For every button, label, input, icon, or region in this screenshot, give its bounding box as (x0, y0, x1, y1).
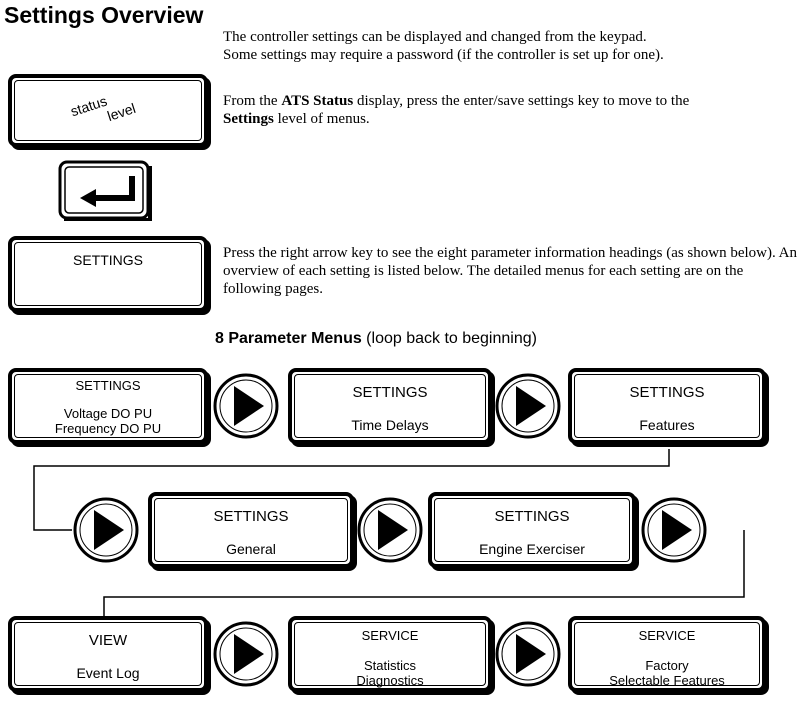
right-arrow-icon[interactable] (72, 496, 140, 564)
status-step-text: From the ATS Status display, press the e… (223, 93, 690, 127)
intro-line-2: Some settings may require a password (if… (223, 47, 664, 63)
menu-time-delays[interactable]: SETTINGS Time Delays (288, 368, 492, 444)
enter-key[interactable] (56, 158, 154, 222)
settings-label: Settings (223, 111, 274, 127)
menu-voltage-frequency[interactable]: SETTINGS Voltage DO PU Frequency DO PU (8, 368, 208, 444)
right-arrow-icon[interactable] (494, 620, 562, 688)
intro-text: The controller settings can be displayed… (223, 28, 798, 64)
menu-event-log[interactable]: VIEW Event Log (8, 616, 208, 692)
right-arrow-icon[interactable] (212, 372, 280, 440)
menu-engine-exerciser[interactable]: SETTINGS Engine Exerciser (428, 492, 636, 568)
menu-general[interactable]: SETTINGS General (148, 492, 354, 568)
right-arrow-icon[interactable] (640, 496, 708, 564)
settings-step-text: Press the right arrow key to see the eig… (223, 245, 798, 297)
menu-factory-features[interactable]: SERVICE Factory Selectable Features (568, 616, 766, 692)
menus-heading: 8 Parameter Menus (loop back to beginnin… (215, 330, 537, 347)
right-arrow-icon[interactable] (212, 620, 280, 688)
settings-display-text: SETTINGS (72, 252, 143, 268)
right-arrow-icon[interactable] (494, 372, 562, 440)
intro-line-1: The controller settings can be displayed… (223, 29, 647, 45)
settings-display: SETTINGS (8, 236, 208, 312)
ats-status-label: ATS Status (281, 93, 354, 109)
right-arrow-icon[interactable] (356, 496, 424, 564)
enter-key-icon (58, 160, 152, 221)
menu-features[interactable]: SETTINGS Features (568, 368, 766, 444)
page-title: Settings Overview (4, 2, 204, 28)
menu-statistics-diagnostics[interactable]: SERVICE Statistics Diagnostics (288, 616, 492, 692)
status-level-display: status level (8, 74, 208, 147)
